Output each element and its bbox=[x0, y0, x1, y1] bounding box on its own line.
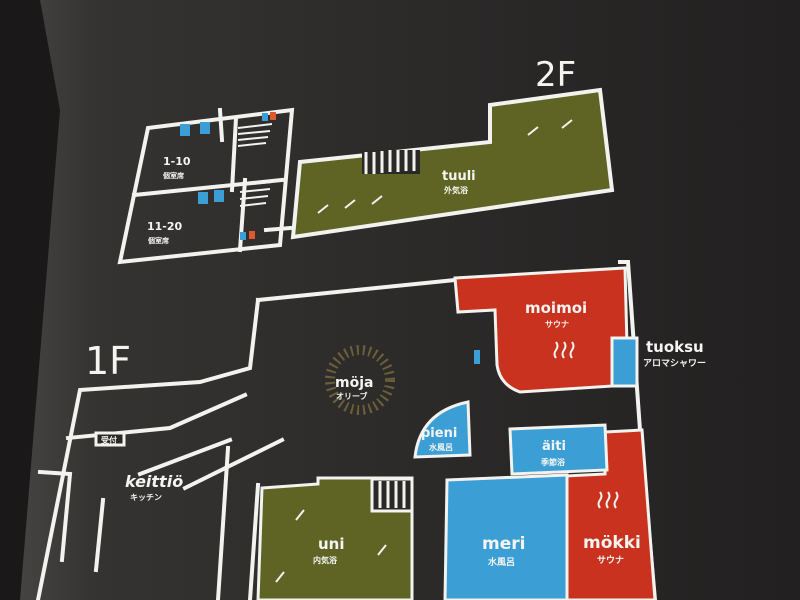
heat-icon bbox=[597, 491, 619, 509]
room-11-20-sub: 個室席 bbox=[147, 236, 169, 245]
heat-icon bbox=[553, 341, 575, 359]
keittio-sub: キッチン bbox=[130, 493, 162, 502]
tuuli-sub: 外気浴 bbox=[444, 185, 469, 195]
floor-label-2f: 2F bbox=[535, 55, 576, 95]
meri-sub: 水風呂 bbox=[488, 556, 515, 568]
aiti-sub: 季節浴 bbox=[540, 457, 566, 467]
tuoksu-label: tuoksu bbox=[646, 338, 704, 356]
room-tuoksu bbox=[610, 336, 639, 388]
keittio-label: keittiö bbox=[125, 472, 183, 491]
room-11-20-label: 11-20 bbox=[147, 220, 183, 233]
moimoi-sub: サウナ bbox=[545, 320, 569, 329]
room-aiti bbox=[508, 423, 609, 476]
pieni-sub: 水風呂 bbox=[428, 442, 453, 452]
room-uni: uni 内気浴 bbox=[256, 476, 414, 600]
pieni-label: pieni bbox=[421, 426, 457, 441]
room-meri bbox=[443, 473, 569, 600]
mokki-sub: サウナ bbox=[597, 555, 624, 566]
room-moimoi: moimoi サウナ bbox=[453, 266, 630, 394]
wall-shadow bbox=[0, 0, 60, 600]
moja-label: möja bbox=[335, 375, 373, 391]
private-rooms-2f: 1-10 個室席 11-20 個室席 bbox=[117, 107, 295, 265]
room-1-10-sub: 個室席 bbox=[162, 171, 184, 180]
uni-label: uni bbox=[318, 535, 345, 553]
uni-sub: 内気浴 bbox=[313, 555, 338, 565]
aiti-label: äiti bbox=[542, 439, 566, 454]
room-tuuli: tuuli 外気浴 bbox=[290, 87, 615, 240]
room-moja: möja オリーブ bbox=[325, 345, 480, 415]
meri-label: meri bbox=[482, 534, 525, 554]
moimoi-label: moimoi bbox=[525, 299, 587, 317]
shower-icon bbox=[474, 350, 480, 364]
room-mokki bbox=[563, 428, 657, 600]
moja-sub: オリーブ bbox=[336, 391, 368, 401]
floor-label-1f: 1F bbox=[85, 339, 131, 383]
room-1-10-label: 1-10 bbox=[163, 155, 191, 168]
tuoksu-sub: アロマシャワー bbox=[643, 358, 706, 369]
reception-label: 受付 bbox=[101, 435, 117, 445]
room-pieni: pieni 水風呂 bbox=[413, 400, 472, 459]
mokki-label: mökki bbox=[583, 533, 641, 553]
tuuli-label: tuuli bbox=[442, 169, 476, 184]
